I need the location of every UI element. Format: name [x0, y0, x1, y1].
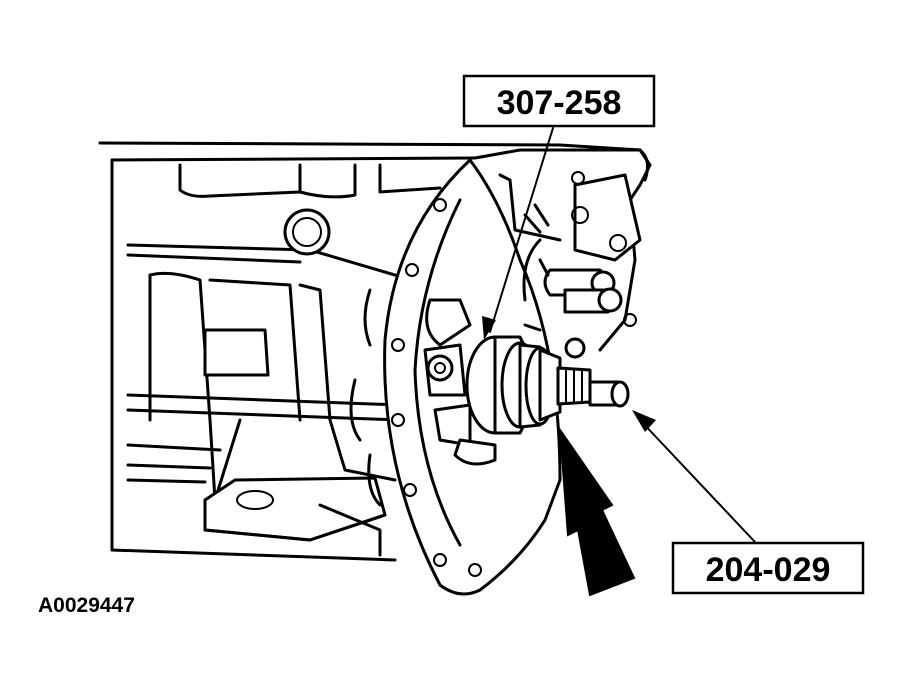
tool-204-029: [556, 366, 630, 408]
rear-housing: [473, 148, 652, 352]
figure-id: A0029447: [38, 594, 135, 617]
transmission-case: [98, 141, 642, 562]
leader-204-029: [632, 410, 756, 543]
callout-307-258-label: 307-258: [497, 84, 622, 122]
direction-arrow: [558, 426, 636, 597]
callout-307-258: 307-258: [462, 74, 656, 128]
callout-204-029: 204-029: [671, 541, 865, 595]
callout-204-029-label: 204-029: [706, 551, 831, 589]
hub-assembly: [423, 298, 586, 466]
flange-bolt-holes: [391, 198, 482, 577]
tool-307-258: [465, 335, 562, 435]
leader-307-258: [482, 127, 554, 340]
